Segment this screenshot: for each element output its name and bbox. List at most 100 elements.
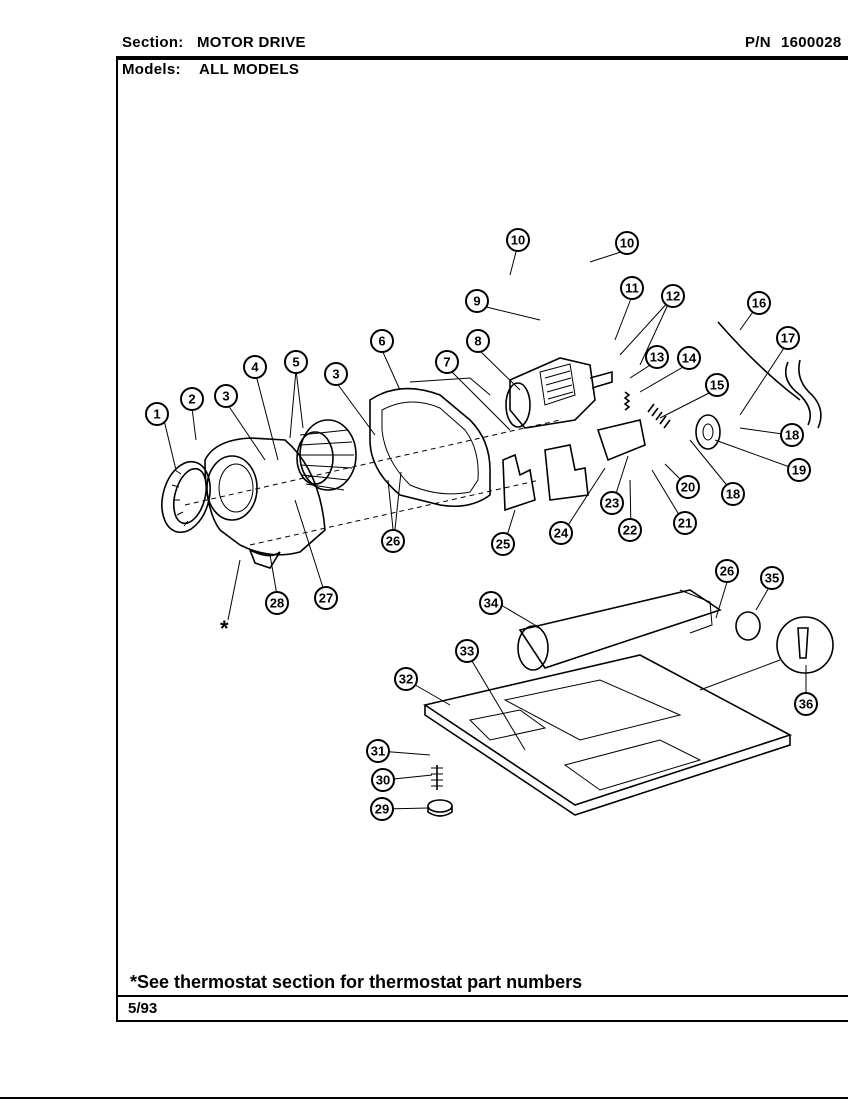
callout-29: 29 (370, 797, 394, 821)
svg-text:29: 29 (375, 802, 389, 817)
svg-text:14: 14 (682, 351, 697, 366)
svg-text:33: 33 (460, 644, 474, 659)
svg-text:2: 2 (188, 392, 195, 407)
callout-10b: 10 (615, 231, 639, 255)
svg-text:7: 7 (443, 355, 450, 370)
exhaust-duct (517, 589, 722, 671)
svg-text:35: 35 (765, 571, 779, 586)
callout-7: 7 (435, 350, 459, 374)
callout-15: 15 (705, 373, 729, 397)
callout-25: 25 (491, 532, 515, 556)
callout-12: 12 (661, 284, 685, 308)
svg-text:19: 19 (792, 463, 806, 478)
svg-text:18: 18 (785, 428, 799, 443)
callout-32: 32 (394, 667, 418, 691)
drive-belt (717, 321, 822, 429)
svg-text:4: 4 (251, 360, 259, 375)
svg-text:20: 20 (681, 480, 695, 495)
callout-18: 18 (721, 482, 745, 506)
svg-text:27: 27 (319, 591, 333, 606)
svg-text:28: 28 (270, 596, 284, 611)
callout-16: 16 (747, 291, 771, 315)
callout-18b: 18 (780, 423, 804, 447)
svg-text:26: 26 (720, 564, 734, 579)
idler-assembly (596, 391, 721, 462)
callout-31: 31 (366, 739, 390, 763)
callout-27: 27 (314, 586, 338, 610)
callout-26b: 26 (715, 559, 739, 583)
callout-21: 21 (673, 511, 697, 535)
svg-text:25: 25 (496, 537, 510, 552)
footnote-rule (116, 995, 848, 997)
svg-text:9: 9 (473, 294, 480, 309)
blower-wheel (296, 419, 357, 491)
svg-text:3: 3 (332, 367, 339, 382)
callout-26: 26 (381, 529, 405, 553)
callout-9: 9 (465, 289, 489, 313)
svg-text:32: 32 (399, 672, 413, 687)
thermostat-footnote: *See thermostat section for thermostat p… (130, 972, 583, 992)
svg-text:16: 16 (752, 296, 766, 311)
callout-35: 35 (760, 566, 784, 590)
callout-8: 8 (466, 329, 490, 353)
svg-text:8: 8 (474, 334, 481, 349)
callout-3b: 3 (324, 362, 348, 386)
svg-text:11: 11 (625, 281, 639, 296)
leveling-leg (427, 765, 453, 817)
svg-text:22: 22 (623, 523, 637, 538)
svg-text:10: 10 (620, 236, 634, 251)
callout-13: 13 (645, 345, 669, 369)
svg-text:26: 26 (386, 534, 400, 549)
svg-text:30: 30 (376, 773, 390, 788)
models-label: Models: (122, 61, 181, 78)
callout-33: 33 (455, 639, 479, 663)
motor-mount-brackets (502, 444, 589, 512)
svg-text:6: 6 (378, 334, 385, 349)
models-value: ALL MODELS (199, 61, 300, 78)
svg-text:31: 31 (371, 744, 385, 759)
svg-text:12: 12 (666, 289, 680, 304)
callout-14: 14 (677, 346, 701, 370)
svg-text:10: 10 (511, 233, 525, 248)
callout-19: 19 (787, 458, 811, 482)
svg-text:17: 17 (781, 331, 795, 346)
part-number-label: P/N (745, 34, 771, 51)
svg-text:3: 3 (222, 389, 229, 404)
svg-text:21: 21 (678, 516, 692, 531)
thermostat-asterisk: * (220, 616, 229, 641)
callout-2: 2 (180, 387, 204, 411)
callout-11: 11 (620, 276, 644, 300)
callout-4: 4 (243, 355, 267, 379)
callout-28: 28 (265, 591, 289, 615)
svg-text:36: 36 (799, 697, 813, 712)
callout-30: 30 (371, 768, 395, 792)
callout-34: 34 (479, 591, 503, 615)
svg-text:5: 5 (292, 355, 299, 370)
svg-text:34: 34 (484, 596, 499, 611)
revision-date: 5/93 (128, 1000, 158, 1017)
callout-24: 24 (549, 521, 573, 545)
svg-text:15: 15 (710, 378, 724, 393)
callout-6: 6 (370, 329, 394, 353)
page-bottom-rule (0, 1097, 848, 1099)
header-rule (116, 56, 848, 58)
svg-text:1: 1 (153, 407, 160, 422)
base-frame (423, 654, 793, 816)
callout-17: 17 (776, 326, 800, 350)
thermostat-detail (699, 611, 834, 691)
callout-36: 36 (794, 692, 818, 716)
callout-1: 1 (145, 402, 169, 426)
blower-housing (204, 437, 326, 569)
section-label: Section: (122, 34, 184, 51)
drive-motor (505, 357, 613, 429)
callout-22: 22 (618, 518, 642, 542)
svg-text:13: 13 (650, 350, 664, 365)
callout-3: 3 (214, 384, 238, 408)
svg-text:24: 24 (554, 526, 569, 541)
callout-5: 5 (284, 350, 308, 374)
page-frame (116, 58, 848, 1022)
svg-text:23: 23 (605, 496, 619, 511)
section-value: MOTOR DRIVE (197, 34, 306, 51)
rear-blower-housing (369, 377, 491, 508)
